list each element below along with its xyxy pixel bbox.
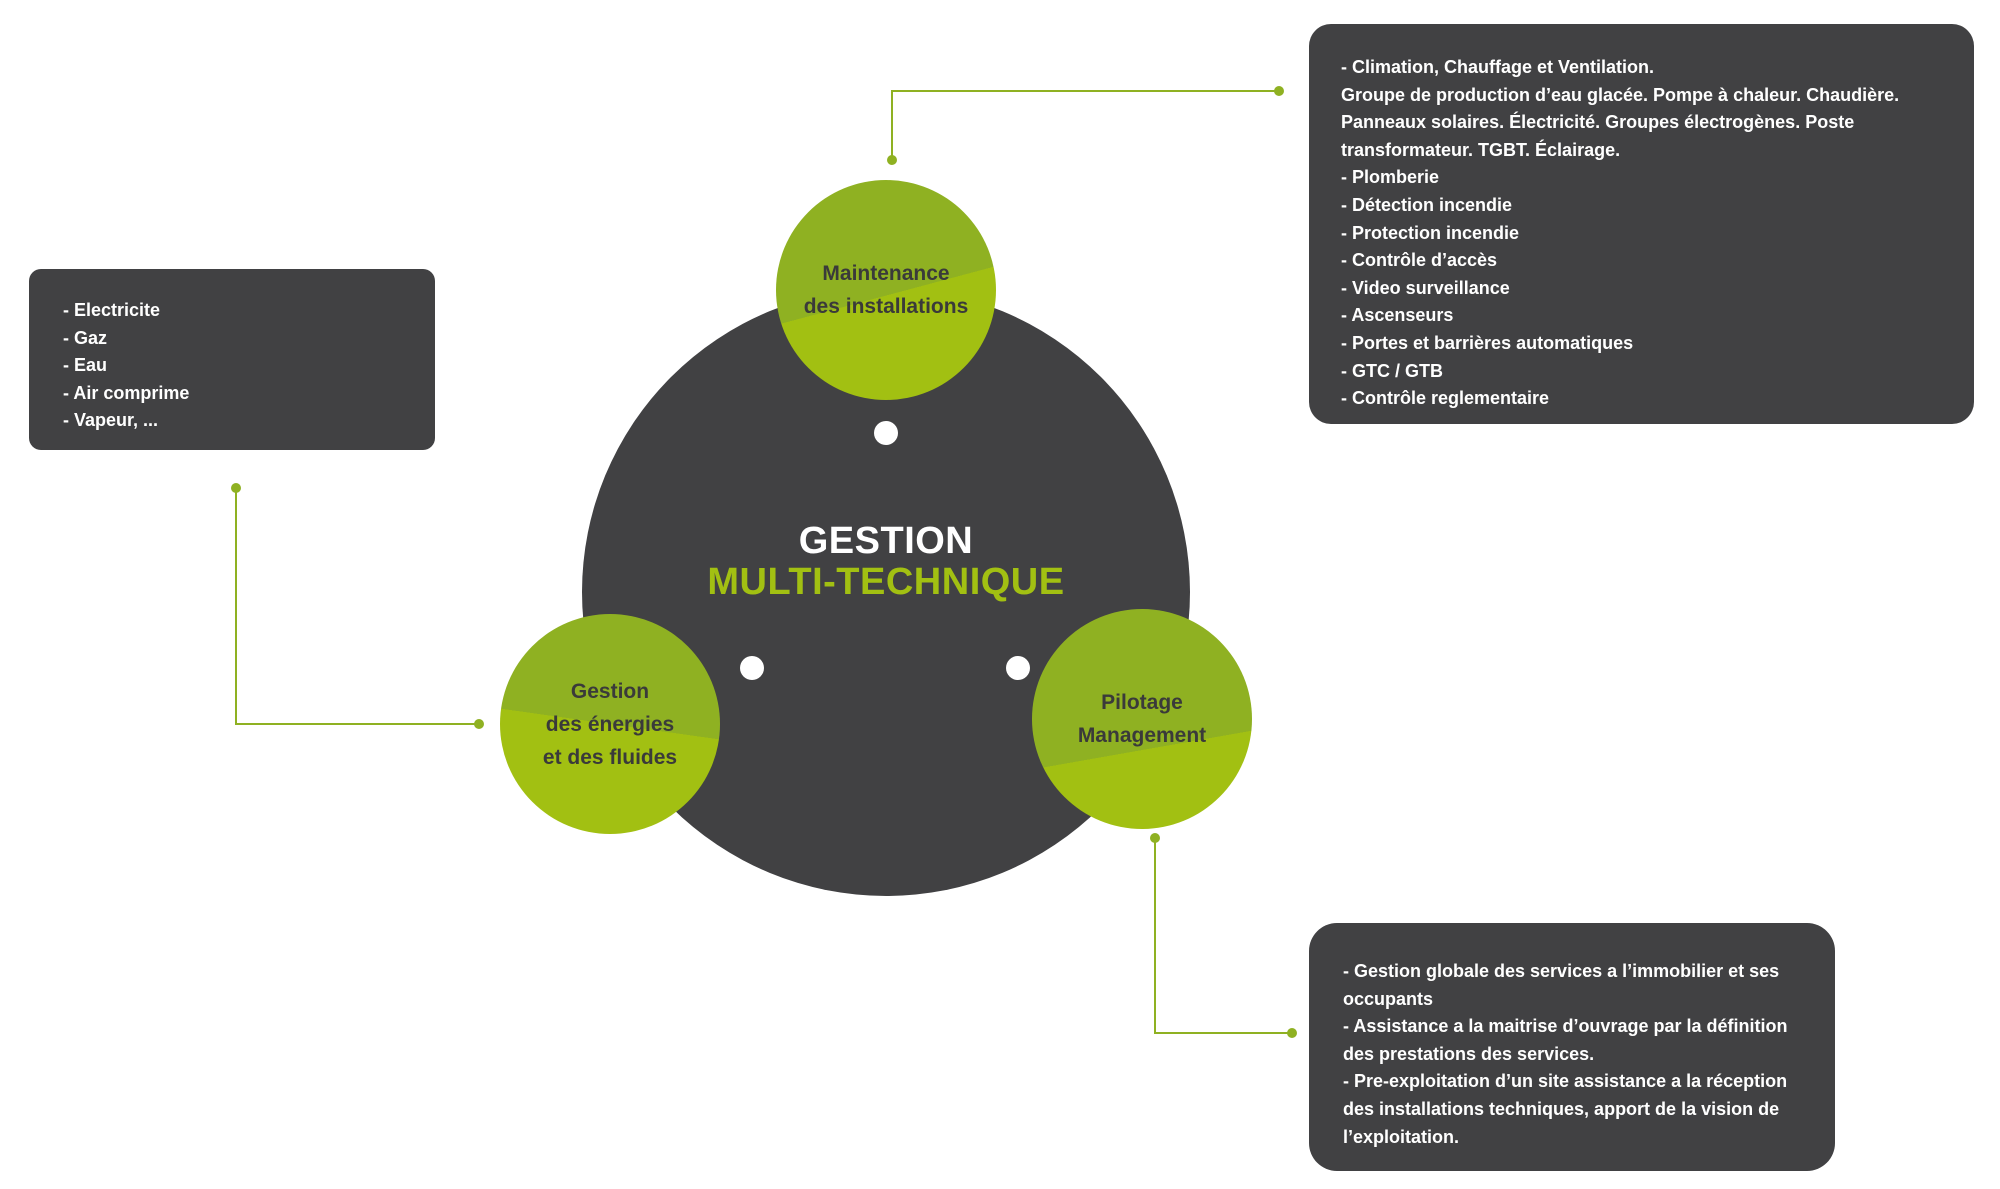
node-maintenance[interactable]: Maintenance des installations (776, 180, 996, 400)
list-item: - Gaz (63, 327, 108, 348)
list-item: des installations techniques, apport de … (1343, 1098, 1780, 1119)
list-item: - Assistance a la maitrise d’ouvrage par… (1343, 1016, 1788, 1037)
list-item: - Eau (63, 355, 108, 376)
node-label: des installations (803, 295, 969, 318)
line-end-dot (1150, 833, 1160, 843)
list-item: l’exploitation. (1343, 1126, 1460, 1147)
list-item: - Gestion globale des services a l’immob… (1343, 961, 1780, 981)
connector-line-pilotage (1154, 838, 1292, 1034)
title-line1: GESTION (798, 520, 974, 562)
node-pilotage[interactable]: Pilotage Management (1032, 609, 1252, 829)
list-item: - Portes et barrières automatiques (1341, 332, 1634, 353)
list-item: - Détection incendie (1341, 194, 1513, 215)
box-maintenance-details: - Climation, Chauffage et Ventilation. G… (1309, 24, 1974, 424)
connector-dot (1006, 656, 1030, 680)
list-item: - Electricite (63, 300, 161, 320)
box-pilotage-details: - Gestion globale des services a l’immob… (1309, 923, 1835, 1171)
list-item: - Climation, Chauffage et Ventilation. (1341, 57, 1655, 77)
list-item: occupants (1343, 988, 1434, 1009)
list-item: - Vapeur, ... (63, 410, 159, 431)
node-label: Gestion (570, 679, 650, 703)
list-item: - Plomberie (1341, 167, 1440, 188)
list-item: - GTC / GTB (1341, 360, 1443, 381)
line-end-dot (231, 483, 241, 493)
list-item: - Video surveillance (1341, 277, 1510, 298)
connector-line-energies (235, 488, 479, 725)
node-label: des énergies (545, 712, 675, 736)
list-item: Groupe de production d’eau glacée. Pompe… (1341, 84, 1900, 105)
title-line2: MULTI-TECHNIQUE (707, 561, 1065, 603)
connector-line-maintenance (891, 90, 1279, 160)
list-item: - Protection incendie (1341, 222, 1520, 243)
list-item: transformateur. TGBT. Éclairage. (1341, 139, 1621, 160)
node-label: Pilotage (1101, 691, 1183, 714)
line-end-dot (887, 155, 897, 165)
line-end-dot (1287, 1028, 1297, 1038)
line-end-dot (474, 719, 484, 729)
list-item: Panneaux solaires. Électricité. Groupes … (1341, 112, 1855, 133)
box-energies-details: - Electricite - Gaz - Eau - Air comprime… (29, 269, 435, 450)
list-item: des prestations des services. (1343, 1043, 1595, 1064)
connector-dot (740, 656, 764, 680)
node-label: et des fluides (542, 745, 678, 769)
list-item: - Contrôle d’accès (1341, 250, 1498, 271)
list-item: - Pre-exploitation d’un site assistance … (1343, 1071, 1788, 1092)
list-item: - Contrôle reglementaire (1341, 388, 1550, 409)
line-end-dot (1274, 86, 1284, 96)
list-item: - Ascenseurs (1341, 305, 1454, 326)
connector-dot (874, 421, 898, 445)
list-item: - Air comprime (63, 382, 190, 403)
node-label: Management (1077, 724, 1207, 747)
node-label: Maintenance (822, 262, 950, 285)
node-energies[interactable]: Gestion des énergies et des fluides (500, 614, 720, 834)
